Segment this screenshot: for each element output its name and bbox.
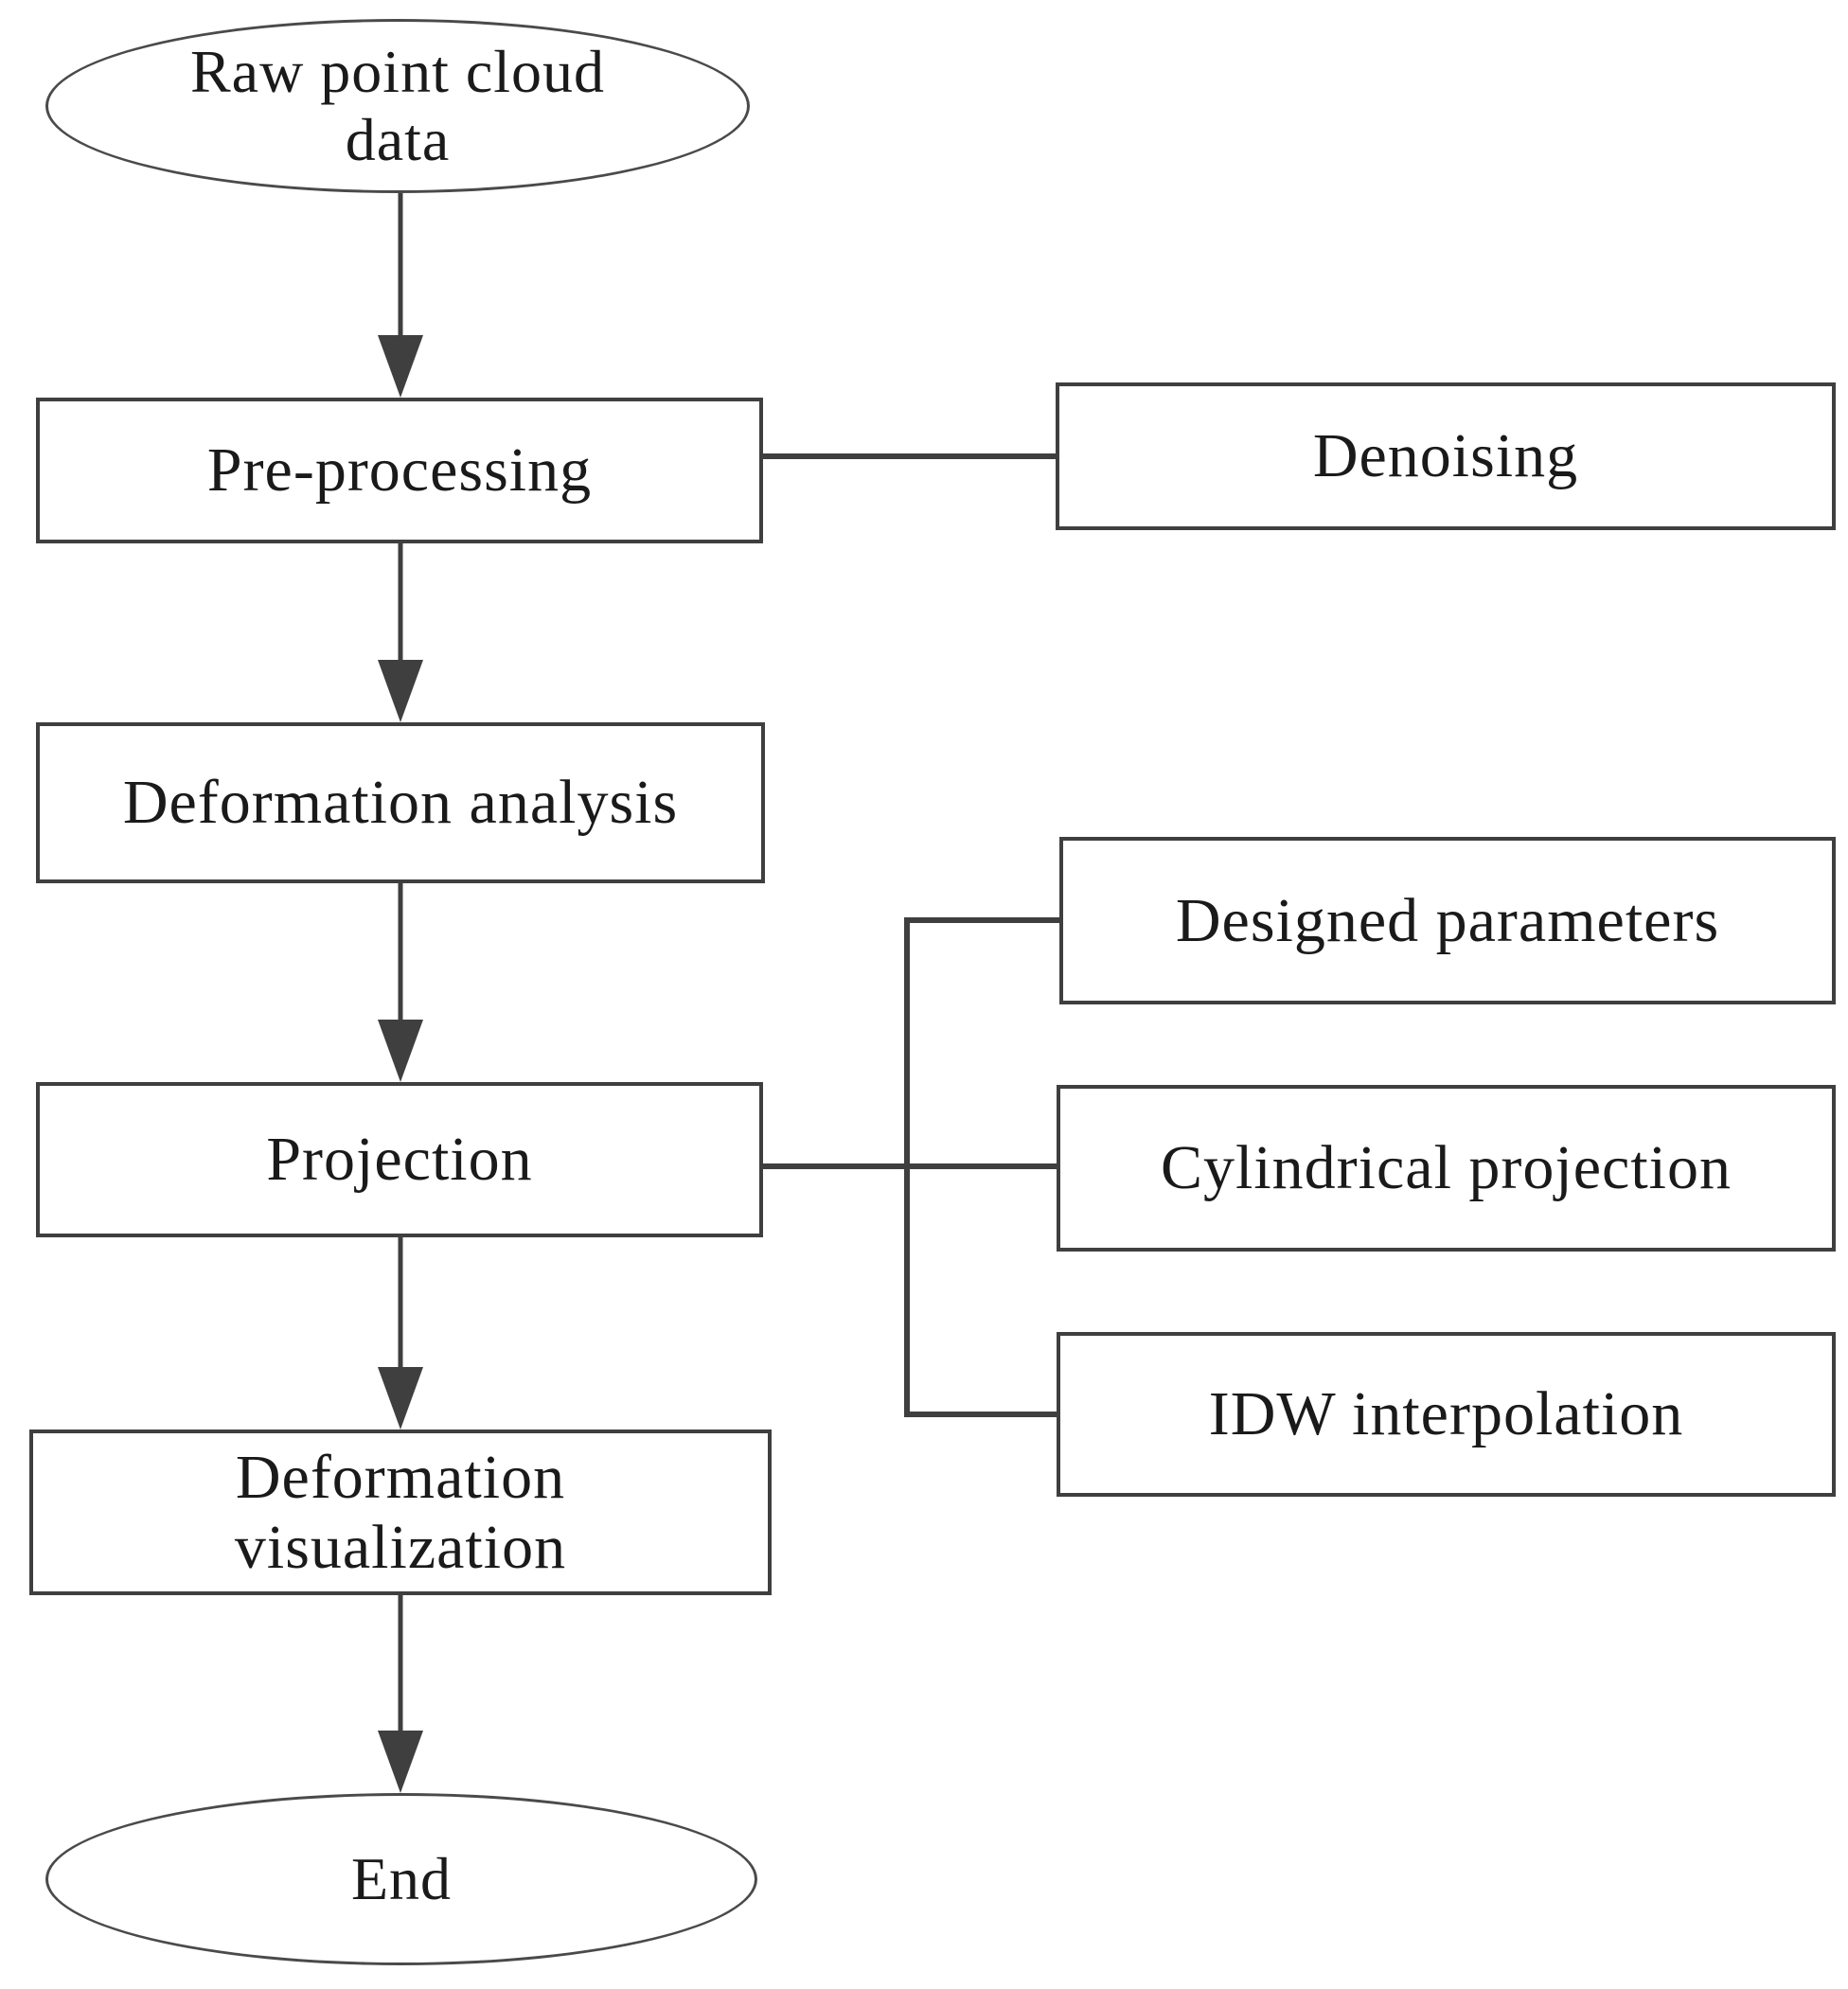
- node-label-line-1: Deformation: [235, 1442, 566, 1512]
- arrow-visualization-to-end: [378, 1595, 423, 1793]
- node-label: Denoising: [1312, 421, 1579, 491]
- arrow-preprocessing-to-analysis: [378, 543, 423, 722]
- node-label: Pre-processing: [206, 435, 593, 506]
- arrow-raw-to-preprocessing: [378, 193, 423, 398]
- node-deformation-visualization: Deformation visualization: [29, 1430, 772, 1595]
- node-label: Designed parameters: [1175, 885, 1720, 955]
- node-label: IDW interpolation: [1208, 1379, 1684, 1449]
- node-label: Deformation analysis: [122, 768, 679, 838]
- node-projection: Projection: [36, 1082, 763, 1237]
- node-cylindrical-projection: Cylindrical projection: [1057, 1085, 1836, 1252]
- node-idw-interpolation: IDW interpolation: [1057, 1332, 1836, 1497]
- node-label: Raw point cloud data: [190, 38, 605, 173]
- node-end: End: [45, 1793, 757, 1965]
- node-label: Cylindrical projection: [1160, 1133, 1732, 1203]
- node-label-line-1: Raw point cloud: [189, 38, 606, 106]
- node-label: Projection: [266, 1125, 533, 1195]
- node-designed-parameters: Designed parameters: [1059, 837, 1836, 1004]
- node-pre-processing: Pre-processing: [36, 398, 763, 543]
- arrow-analysis-to-projection: [378, 883, 423, 1082]
- node-denoising: Denoising: [1056, 382, 1836, 530]
- node-label: End: [350, 1845, 453, 1913]
- node-label-line-2: visualization: [234, 1512, 567, 1582]
- node-deformation-analysis: Deformation analysis: [36, 722, 765, 883]
- node-label: Deformation visualization: [235, 1443, 566, 1583]
- node-label-line-2: data: [345, 106, 451, 173]
- node-raw-point-cloud-data: Raw point cloud data: [45, 19, 750, 193]
- arrow-projection-to-visualization: [378, 1237, 423, 1430]
